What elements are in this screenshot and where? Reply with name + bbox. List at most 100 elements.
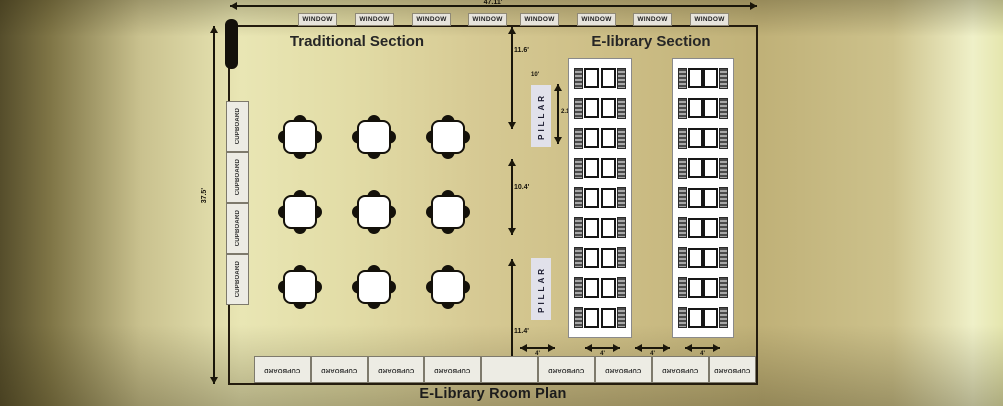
computer-icon — [688, 217, 703, 238]
table-top — [357, 195, 391, 229]
dimension-arrow-pillar1-to-pillar2 — [508, 159, 516, 235]
chair-icon — [719, 67, 728, 89]
computer-icon — [601, 128, 616, 149]
dimension-arrow-aisle — [635, 344, 670, 352]
workstation — [703, 97, 728, 119]
workstation — [574, 157, 599, 179]
pillar-label: PILLAR — [536, 265, 546, 313]
desk-row — [569, 97, 631, 119]
window-label: WINDOW — [355, 13, 394, 26]
desk-row — [673, 127, 733, 149]
chair-icon — [617, 67, 626, 89]
table-top — [283, 120, 317, 154]
dimension-label-aisle: 4' — [535, 351, 540, 357]
workstation — [703, 127, 728, 149]
traditional-section-title: Traditional Section — [289, 33, 425, 50]
chair-icon — [719, 277, 728, 299]
window-label: WINDOW — [520, 13, 559, 26]
chair-icon — [617, 157, 626, 179]
computer-icon — [688, 187, 703, 208]
workstation — [601, 277, 626, 299]
computer-icon — [584, 158, 599, 179]
workstation — [678, 187, 703, 209]
computer-icon — [688, 277, 703, 298]
computer-icon — [703, 217, 718, 238]
dimension-arrow-room-width — [230, 2, 757, 10]
computer-icon — [688, 68, 703, 89]
dimension-label-aisle: 4' — [650, 351, 655, 357]
cupboard-label: CUPBOARD — [605, 366, 642, 373]
cupboard-label: CUPBOARD — [264, 366, 301, 373]
desk-row — [569, 277, 631, 299]
workstation — [601, 157, 626, 179]
table-top — [357, 120, 391, 154]
workstation — [678, 67, 703, 89]
computer-icon — [703, 128, 718, 149]
chair-icon — [678, 67, 687, 89]
chair-icon — [719, 217, 728, 239]
cupboard-bottom: CUPBOARD — [424, 356, 481, 383]
chair-icon — [574, 157, 583, 179]
reading-table — [426, 265, 470, 309]
chair-icon — [719, 157, 728, 179]
reading-table — [278, 115, 322, 159]
table-top — [431, 270, 465, 304]
chair-icon — [617, 127, 626, 149]
page-title: E-Library Room Plan — [419, 386, 567, 402]
workstation — [703, 157, 728, 179]
workstation — [678, 157, 703, 179]
reading-table — [426, 190, 470, 234]
dimension-label-pillar-size: 2.1' — [561, 109, 571, 115]
pillar: PILLAR — [531, 85, 551, 147]
desk-row — [673, 157, 733, 179]
chair-icon — [719, 247, 728, 269]
cupboard-left: CUPBOARD — [226, 254, 249, 305]
dimension-label-pillar1-to-pillar2: 10.4' — [514, 184, 530, 191]
chair-icon — [678, 157, 687, 179]
computer-icon — [601, 247, 616, 268]
computer-icon — [584, 128, 599, 149]
chair-icon — [574, 67, 583, 89]
dimension-label-pillar2-to-bottom: 11.4' — [514, 328, 529, 335]
workstation — [574, 187, 599, 209]
pillar: PILLAR — [531, 258, 551, 320]
chair-icon — [719, 187, 728, 209]
cupboard-bottom-unlabeled — [481, 356, 538, 383]
desk-row — [569, 187, 631, 209]
cupboard-label: CUPBOARD — [377, 366, 415, 373]
computer-icon — [584, 68, 599, 89]
chair-icon — [678, 127, 687, 149]
chair-icon — [617, 277, 626, 299]
computer-icon — [584, 307, 599, 328]
chair-icon — [678, 187, 687, 209]
dimension-arrow-aisle — [520, 344, 555, 352]
dimension-label-aisle: 4' — [700, 351, 705, 357]
chair-icon — [574, 247, 583, 269]
window-label: WINDOW — [412, 13, 451, 26]
reading-table — [352, 265, 396, 309]
dimension-label-aisle: 4' — [600, 351, 605, 357]
chair-icon — [719, 127, 728, 149]
desk-row — [673, 187, 733, 209]
chair-icon — [574, 187, 583, 209]
workstation — [678, 277, 703, 299]
table-top — [431, 120, 465, 154]
workstation — [678, 307, 703, 329]
chair-icon — [574, 127, 583, 149]
cupboard-label: CUPBOARD — [234, 159, 241, 196]
reading-table — [352, 115, 396, 159]
workstation — [574, 307, 599, 329]
cupboard-label: CUPBOARD — [434, 366, 471, 373]
cupboard-bottom: CUPBOARD — [254, 356, 311, 383]
cupboard-bottom: CUPBOARD — [595, 356, 652, 383]
table-top — [283, 195, 317, 229]
desk-row — [569, 127, 631, 149]
workstation — [601, 67, 626, 89]
cupboard-label: CUPBOARD — [662, 366, 699, 373]
workstation — [601, 247, 626, 269]
computer-icon — [601, 98, 616, 119]
desk-row — [569, 157, 631, 179]
reading-table — [278, 190, 322, 234]
computer-icon — [584, 98, 599, 119]
cupboard-bottom: CUPBOARD — [652, 356, 709, 383]
